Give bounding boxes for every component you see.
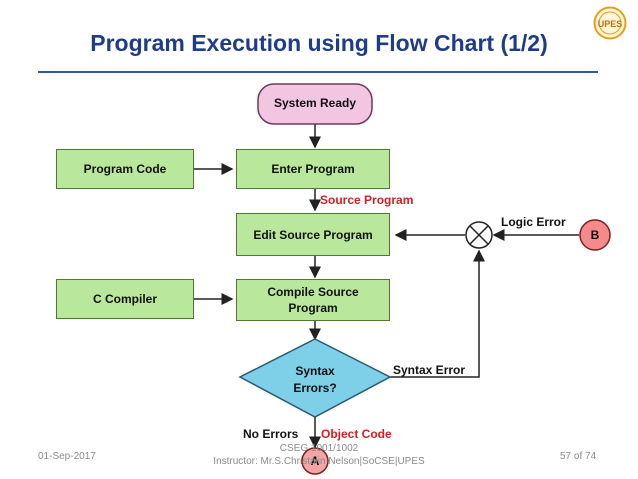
edit-source-box: Edit Source Program <box>236 213 390 256</box>
connector-a-label: A <box>310 454 320 468</box>
decision-label-line2: Errors? <box>293 381 337 395</box>
no-errors-label: No Errors <box>243 427 299 441</box>
logic-error-label: Logic Error <box>501 215 566 229</box>
decision-label-line1: Syntax <box>295 364 335 378</box>
footer-page: 57 of 74 <box>560 451 597 462</box>
svg-text:UPES: UPES <box>598 19 623 29</box>
compile-label-line1: Compile Source <box>267 285 359 299</box>
enter-program-box: Enter Program <box>236 149 390 189</box>
program-code-label: Program Code <box>83 162 167 176</box>
connector-a-shape <box>301 447 329 475</box>
connector-b-shape <box>579 219 611 251</box>
source-program-label: Source Program <box>320 193 414 207</box>
arrow-syntax-error-loop <box>390 249 485 378</box>
upes-logo: UPES <box>593 6 627 40</box>
footer-course: CSEG 1001/1002 <box>279 443 359 454</box>
summing-junction <box>465 221 493 249</box>
start-terminator-shape <box>257 83 373 125</box>
enter-program-label: Enter Program <box>271 162 355 176</box>
start-terminator: System Ready <box>273 96 357 110</box>
title-underline <box>38 71 598 73</box>
syntax-error-label: Syntax Error <box>393 363 466 377</box>
object-code-label: Object Code <box>321 427 392 441</box>
c-compiler-label: C Compiler <box>92 292 157 306</box>
slide-title: Program Execution using Flow Chart (1/2) <box>90 30 548 56</box>
edit-source-label: Edit Source Program <box>253 227 373 242</box>
compile-label-line2: Program <box>288 301 338 315</box>
decision-diamond-shape <box>238 338 392 418</box>
footer-instructor: Instructor: Mr.S.Christalin Nelson|SoCSE… <box>213 456 425 467</box>
program-code-box: Program Code <box>56 149 194 189</box>
footer-date: 01-Sep-2017 <box>38 451 96 462</box>
compile-source-box: Compile Source Program <box>236 279 390 321</box>
c-compiler-box: C Compiler <box>56 279 194 319</box>
connector-b-label: B <box>590 228 600 242</box>
